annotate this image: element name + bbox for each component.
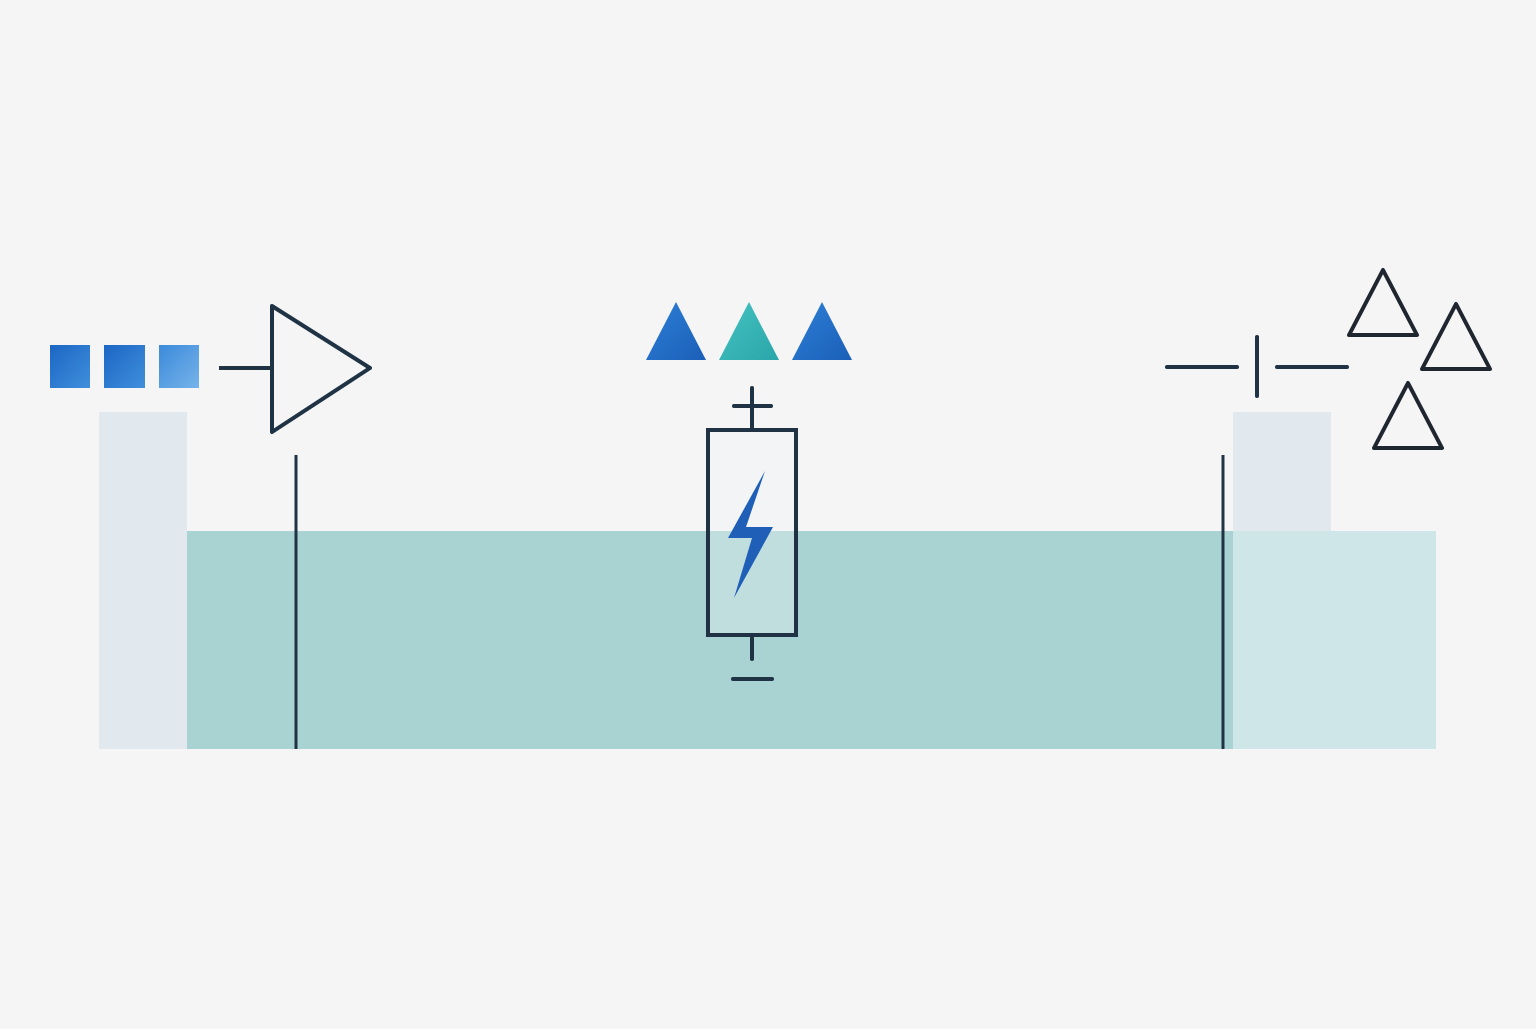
- left-pale-block: [99, 412, 187, 749]
- square-icon: [104, 345, 145, 388]
- plus-icon: [732, 386, 773, 432]
- triangle-outline-icon: [1420, 302, 1492, 371]
- water-band: [187, 531, 1436, 749]
- triangle-outline-group: [1347, 268, 1492, 450]
- triangle-outline-icon: [1372, 381, 1444, 450]
- triangle-outline-icon: [1347, 268, 1419, 337]
- capacitor-icon: [1165, 335, 1349, 398]
- triangle-icon-group: [646, 302, 852, 360]
- water-overlap: [1233, 531, 1436, 749]
- triangle-icon: [646, 302, 706, 360]
- triangle-icon: [719, 302, 779, 360]
- triangle-icon: [792, 302, 852, 360]
- amplifier-icon: [219, 304, 372, 434]
- square-icon: [159, 345, 199, 388]
- square-icon-group: [50, 345, 199, 388]
- square-icon: [50, 345, 90, 388]
- lightning-bolt-icon: [728, 471, 773, 598]
